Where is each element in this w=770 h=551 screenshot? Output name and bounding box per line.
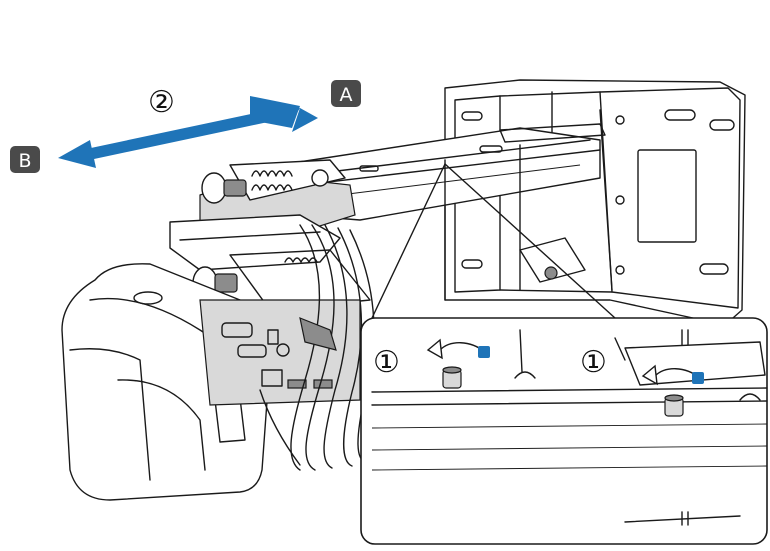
slide-direction-arrow: [58, 96, 318, 168]
thumbscrew-left: [442, 366, 462, 389]
label-b-text: B: [18, 150, 31, 172]
connector-panel: [221, 322, 333, 389]
step-two-number: ②: [148, 85, 175, 120]
projector-body: [61, 263, 361, 501]
rotation-arrow-right: [641, 364, 704, 386]
cables: [259, 224, 375, 471]
label-a-text: A: [340, 84, 353, 106]
detail-inset: ① ①: [360, 317, 768, 545]
step-one-left-number: ①: [373, 345, 400, 380]
wall-plate: [444, 79, 746, 326]
label-a-badge: A: [331, 80, 361, 107]
thumbscrew-right: [664, 394, 684, 417]
step-one-right-number: ①: [580, 345, 607, 380]
label-b-badge: B: [10, 146, 40, 173]
rotation-arrow-left: [426, 338, 490, 360]
zoom-callout-lines: [371, 163, 616, 319]
tilt-knob: [201, 172, 247, 204]
